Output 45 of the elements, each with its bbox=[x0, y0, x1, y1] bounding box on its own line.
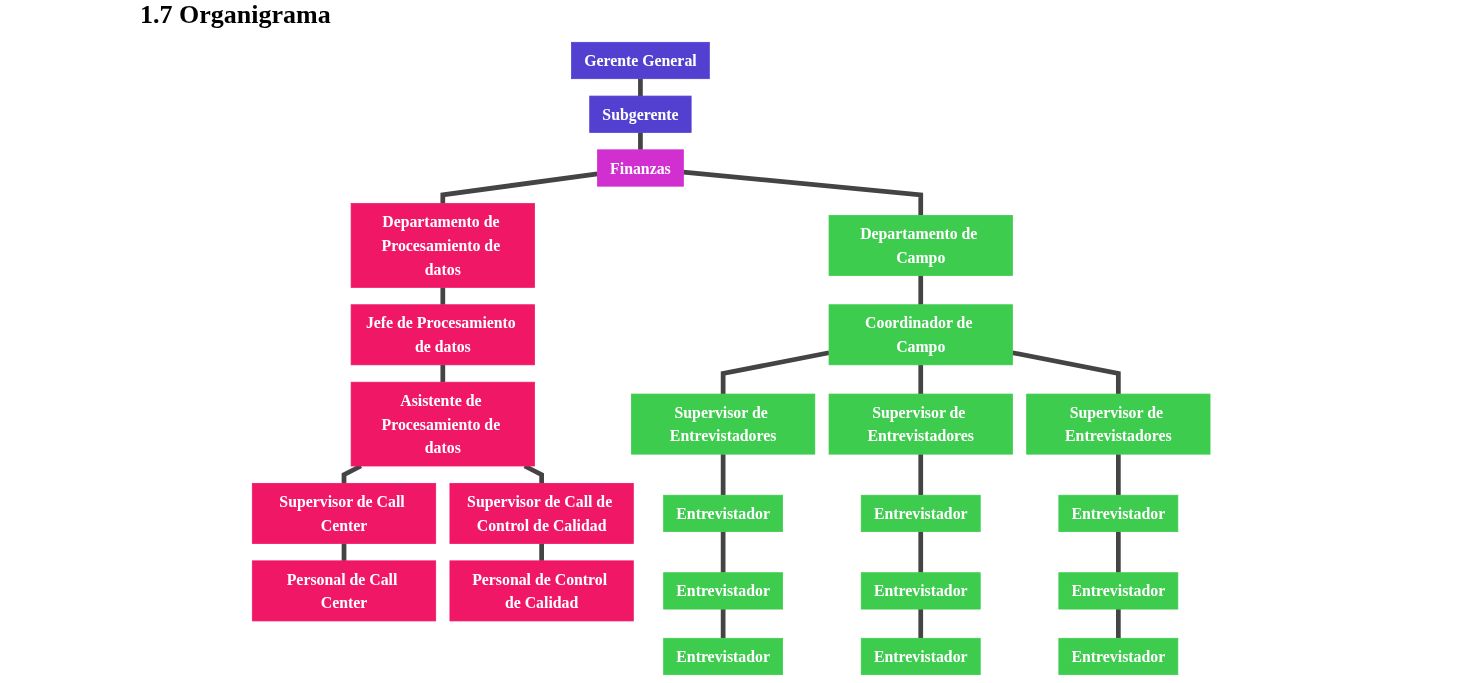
diagram-title: 1.7 Organigrama bbox=[140, 0, 331, 30]
node-box: Jefe de Procesamiento de datos bbox=[350, 304, 535, 366]
connector bbox=[720, 609, 726, 639]
node-box: Supervisor de Entrevistadores bbox=[630, 393, 816, 455]
connector bbox=[539, 543, 544, 561]
connector bbox=[637, 132, 643, 150]
node-box: Supervisor de Call Center bbox=[251, 483, 436, 544]
node-box: Entrevistador bbox=[1058, 637, 1179, 676]
node-box: Departamento de Campo bbox=[828, 215, 1013, 276]
node-box: Gerente General bbox=[570, 41, 710, 80]
connector bbox=[918, 609, 923, 639]
node-box: Entrevistador bbox=[1058, 572, 1179, 610]
connector bbox=[918, 531, 923, 573]
connector bbox=[1011, 350, 1121, 395]
node-box: Supervisor de Call de Control de Calidad bbox=[449, 483, 634, 544]
node-box: Entrevistador bbox=[663, 494, 783, 532]
connector bbox=[720, 454, 726, 496]
node-box: Entrevistador bbox=[860, 637, 981, 676]
node-box: Subgerente bbox=[589, 95, 692, 133]
connector bbox=[440, 364, 445, 383]
node-box: Supervisor de Entrevistadores bbox=[1026, 393, 1211, 455]
node-box: Entrevistador bbox=[663, 572, 783, 610]
connector bbox=[720, 531, 726, 573]
connector bbox=[682, 169, 923, 216]
node-box: Coordinador de Campo bbox=[828, 304, 1013, 366]
node-box: Finanzas bbox=[596, 149, 684, 187]
connector bbox=[1115, 609, 1121, 639]
connector bbox=[1115, 531, 1121, 573]
node-box: Entrevistador bbox=[1058, 494, 1179, 532]
node-box: Personal de Control de Calidad bbox=[449, 560, 634, 622]
connector bbox=[440, 171, 598, 204]
connector bbox=[720, 350, 830, 395]
node-box: Entrevistador bbox=[663, 637, 783, 676]
node-box: Entrevistador bbox=[860, 494, 981, 532]
node-box: Supervisor de Entrevistadores bbox=[828, 393, 1013, 455]
connector bbox=[918, 364, 923, 395]
node-box: Departamento de Procesamiento de datos bbox=[350, 203, 535, 288]
connector bbox=[918, 275, 923, 305]
connector bbox=[918, 454, 923, 496]
connector bbox=[440, 287, 445, 305]
node-box: Asistente de Procesamiento de datos bbox=[350, 381, 535, 467]
node-box: Entrevistador bbox=[860, 572, 981, 610]
connector bbox=[637, 78, 643, 97]
connector bbox=[1115, 454, 1121, 496]
node-box: Personal de Call Center bbox=[251, 560, 436, 622]
